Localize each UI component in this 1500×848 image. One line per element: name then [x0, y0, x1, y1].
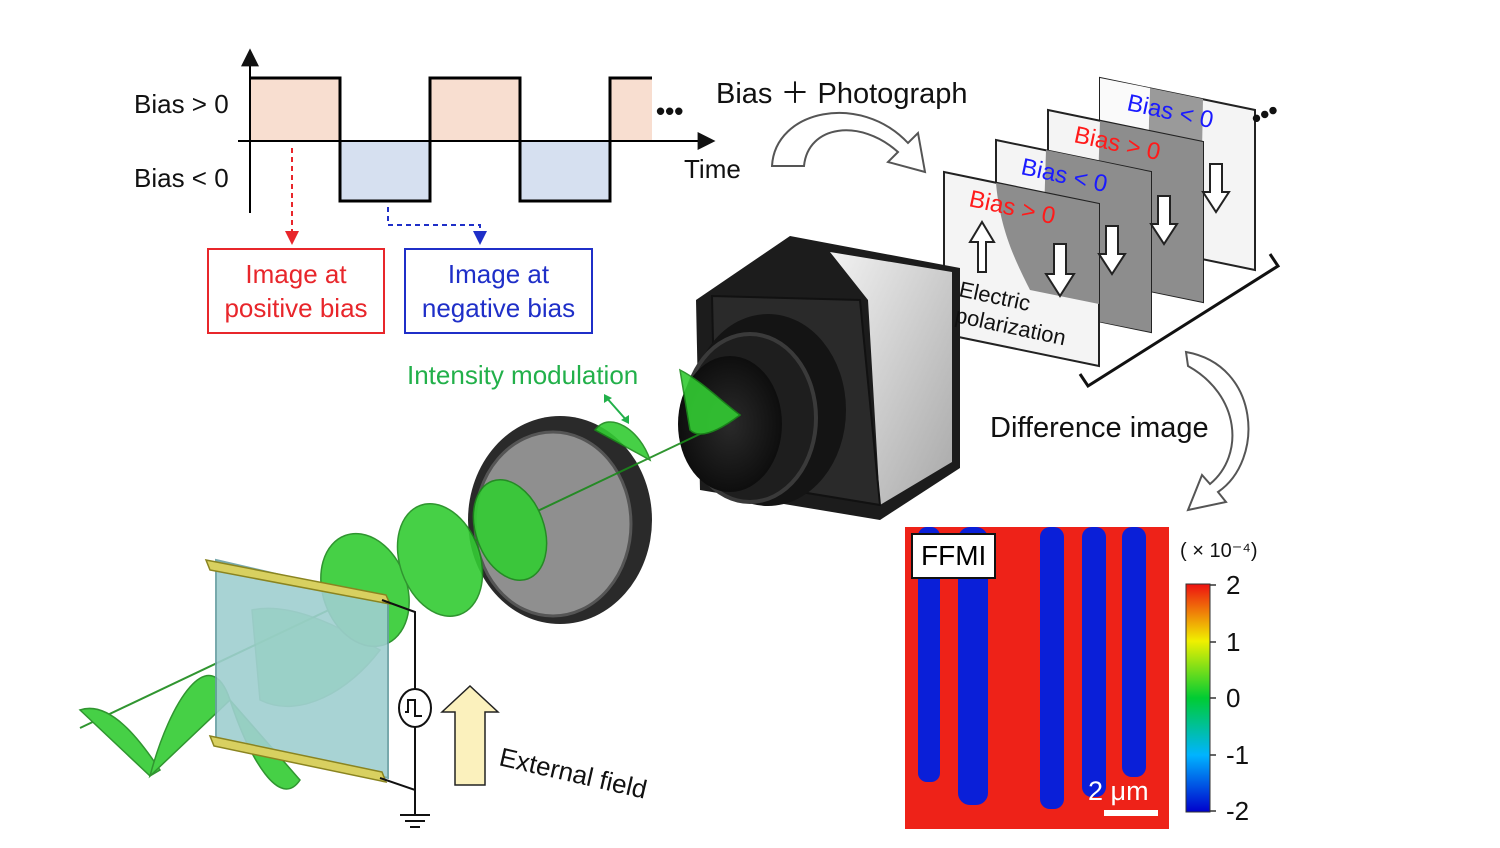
negative-box-line1: Image at — [447, 259, 550, 289]
external-field-arrow — [440, 684, 500, 786]
ffmi-label: FFMI — [911, 533, 997, 579]
colorbar-tick-2: 2 — [1226, 570, 1241, 600]
scale-bar-label: 2 μm — [1088, 776, 1149, 806]
time-axis-label: Time — [684, 154, 741, 184]
modulation-double-arrow — [604, 395, 629, 423]
colorbar-unit: ( × 10⁻⁴) — [1180, 540, 1258, 562]
colorbar-tick-minus2: -2 — [1226, 796, 1250, 826]
sample-plate — [204, 558, 432, 828]
curved-arrow-difference — [1184, 350, 1250, 512]
waveform-ellipsis: ••• — [656, 96, 684, 126]
difference-image-label: Difference image — [990, 412, 1209, 444]
colorbar-tick-minus1: -1 — [1226, 740, 1250, 770]
bias-positive-label: Bias > 0 — [134, 89, 229, 119]
negative-bias-image-box: Image at negative bias — [404, 248, 593, 334]
bias-waveform — [238, 48, 716, 245]
intensity-modulation-label: Intensity modulation — [407, 360, 639, 390]
colorbar-tick-0: 0 — [1226, 683, 1241, 713]
curved-arrow-photograph — [770, 111, 927, 174]
camera — [678, 236, 960, 520]
bias-photograph-label: Bias ＋ Photograph — [716, 78, 968, 110]
bias-negative-label: Bias < 0 — [134, 163, 229, 193]
external-field-label: External field — [497, 742, 650, 805]
negative-box-line2: negative bias — [421, 293, 576, 323]
image-frames-stack — [943, 76, 1281, 389]
positive-box-line1: Image at — [245, 259, 347, 289]
colorbar-tick-marks — [1210, 584, 1216, 812]
colorbar-tick-1: 1 — [1226, 627, 1241, 657]
colorbar — [1185, 583, 1211, 813]
positive-box-line2: positive bias — [224, 293, 368, 323]
positive-bias-image-box: Image at positive bias — [207, 248, 385, 334]
